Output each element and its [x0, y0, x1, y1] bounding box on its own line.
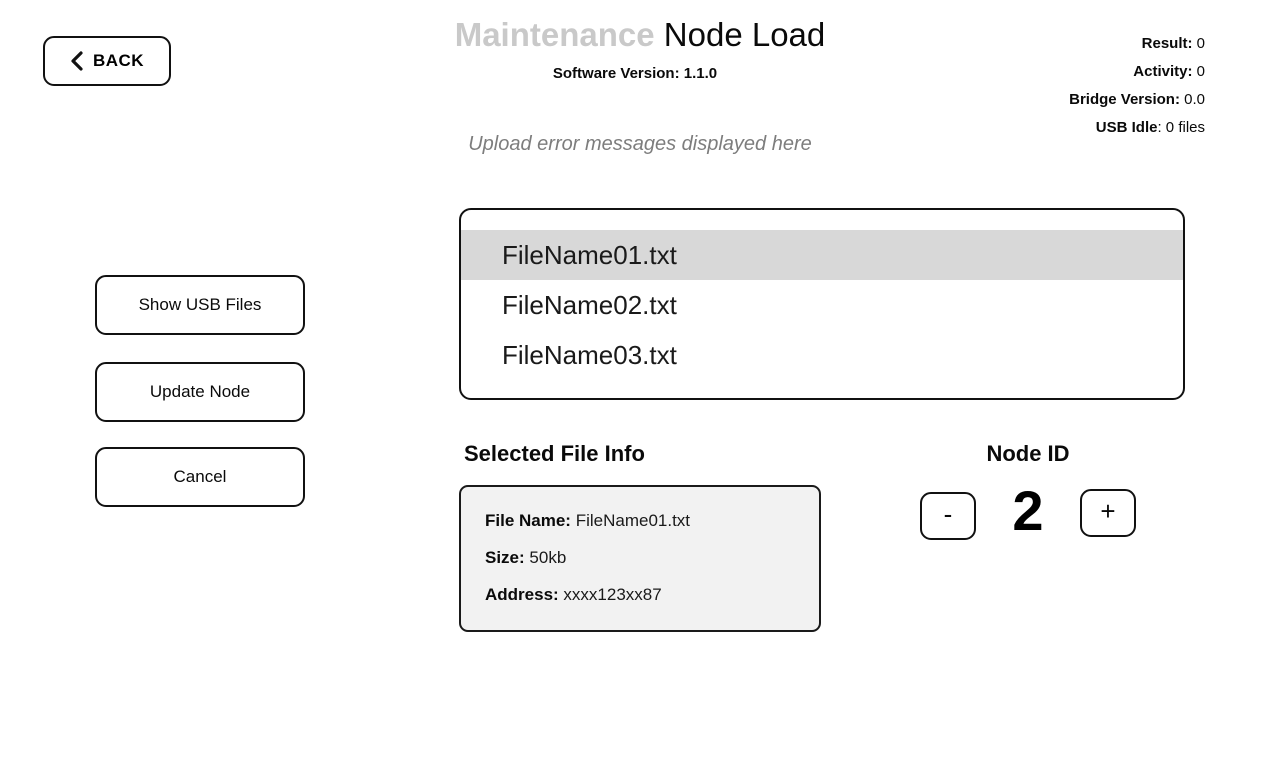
back-chevron-icon: [70, 51, 84, 71]
page-title-name: Node Load: [663, 16, 826, 53]
file-size-field: Size: 50kb: [485, 548, 567, 567]
stat-usb-idle: USB Idle: 0 files: [1095, 119, 1205, 136]
page-title: Maintenance Node Load: [0, 16, 1280, 54]
node-id-increment-button[interactable]: +: [1080, 489, 1136, 537]
file-list-item[interactable]: FileName01.txt: [461, 230, 1183, 280]
status-panel: Result: 0 Activity: 0 Bridge Version: 0.…: [1069, 30, 1205, 142]
file-name-field: File Name: FileName01.txt: [485, 511, 691, 530]
upload-error-message: Upload error messages displayed here: [468, 133, 812, 155]
selected-file-info-panel: File Name: FileName01.txt Size: 50kb Add…: [459, 485, 821, 632]
software-version: Software Version: 1.1.0: [552, 65, 718, 82]
stat-bridge-version: Bridge Version: 0.0: [1069, 91, 1205, 108]
file-address-field: Address: xxxx123xx87: [485, 585, 662, 604]
back-button-label: BACK: [92, 51, 145, 70]
show-usb-files-button[interactable]: Show USB Files: [95, 275, 305, 335]
usb-file-list: FileName01.txt FileName02.txt FileName03…: [459, 208, 1185, 400]
cancel-button[interactable]: Cancel: [95, 447, 305, 507]
back-button[interactable]: BACK: [43, 36, 171, 86]
file-list-item[interactable]: FileName02.txt: [502, 289, 677, 320]
file-list-item[interactable]: FileName03.txt: [502, 339, 677, 370]
page-title-section: Maintenance: [454, 16, 655, 53]
stat-result: Result: 0: [1141, 35, 1205, 52]
selected-file-info-heading: Selected File Info: [464, 441, 645, 466]
node-id-heading: Node ID: [986, 441, 1070, 466]
update-node-button[interactable]: Update Node: [95, 362, 305, 422]
node-id-decrement-button[interactable]: -: [920, 492, 976, 540]
stat-activity: Activity: 0: [1133, 63, 1205, 80]
node-id-value: 2: [1012, 479, 1044, 542]
